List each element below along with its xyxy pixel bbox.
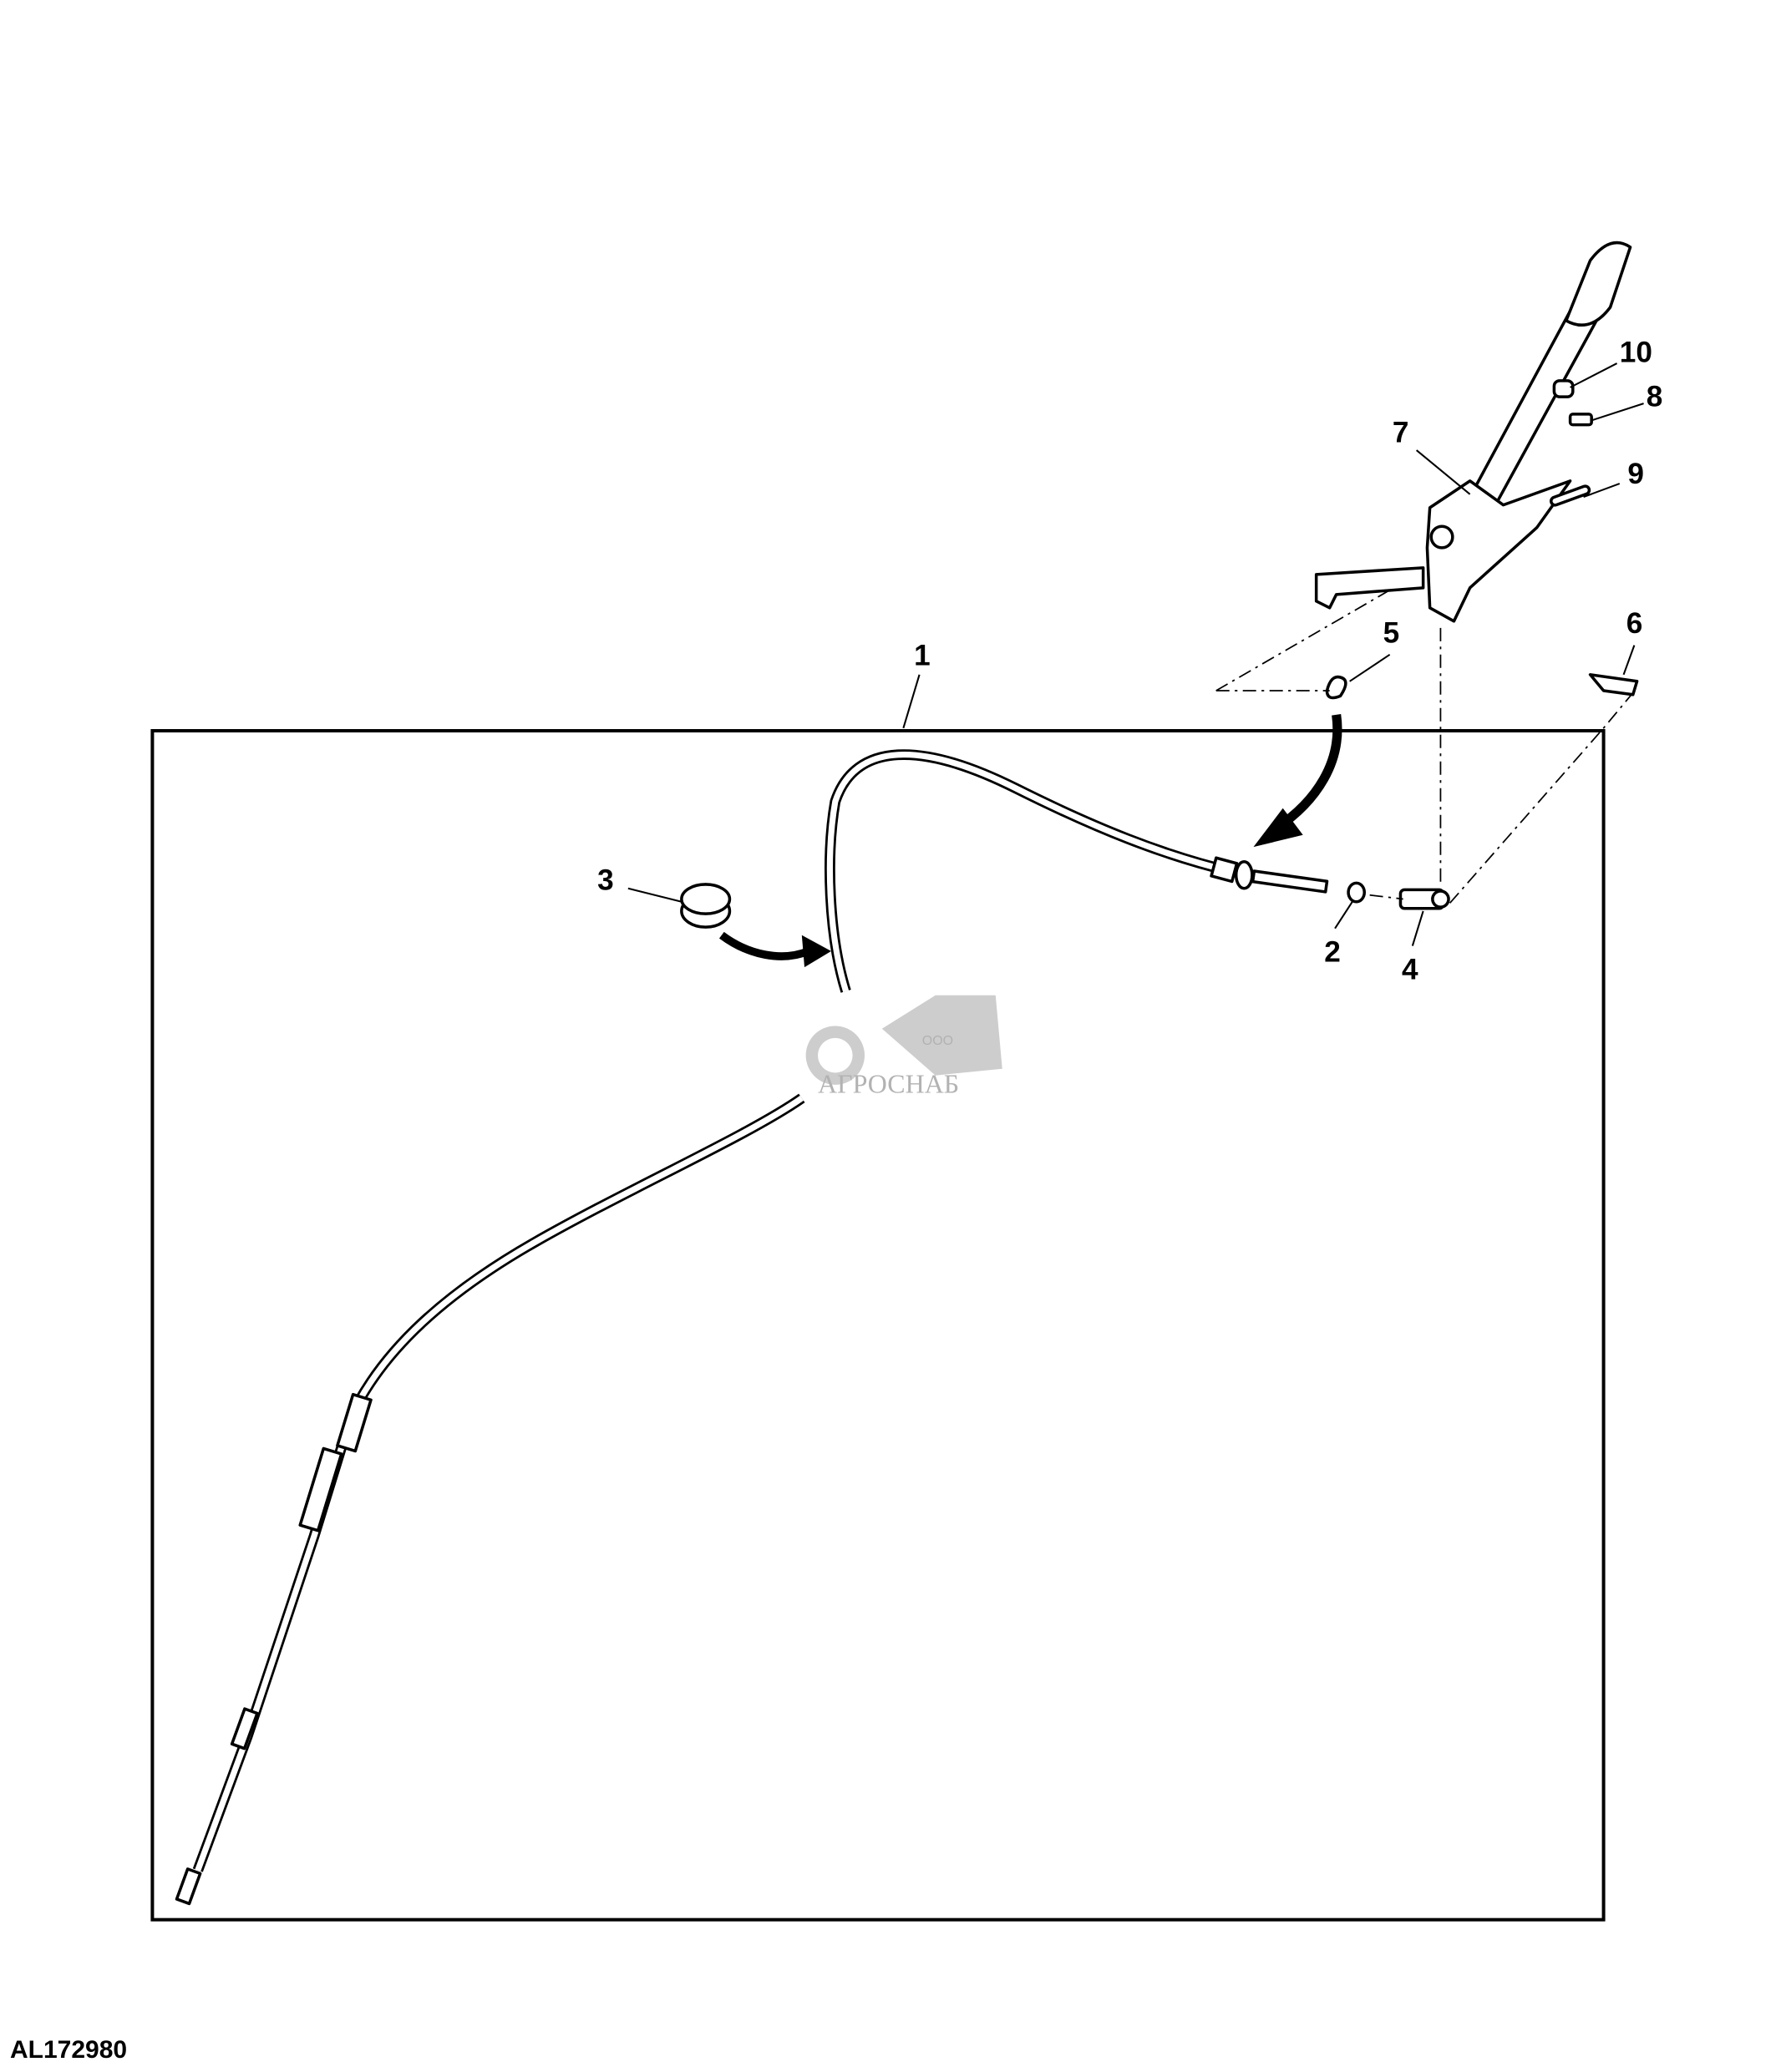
assembly-lines xyxy=(1215,587,1638,904)
callout-2: 2 xyxy=(1324,936,1341,969)
part-7-lever xyxy=(1314,241,1632,623)
part-3-grommet xyxy=(680,883,732,929)
arrow-3-to-cable xyxy=(718,931,810,960)
part-2-bushing xyxy=(1347,881,1367,904)
part-4-pin xyxy=(1398,888,1450,910)
part-6-clip xyxy=(1588,673,1639,697)
watermark-name: АГРОСНАБ xyxy=(818,1068,959,1098)
callout-1: 1 xyxy=(914,640,931,672)
frame-box xyxy=(150,728,1606,1922)
part-5-clip xyxy=(1325,675,1347,700)
arrow-3-head xyxy=(801,935,832,968)
callout-4: 4 xyxy=(1402,954,1418,986)
callout-9: 9 xyxy=(1627,458,1644,490)
callout-8: 8 xyxy=(1647,380,1663,413)
watermark-small: ООО xyxy=(922,1034,953,1048)
callout-6: 6 xyxy=(1626,607,1643,640)
callout-3: 3 xyxy=(597,864,614,896)
arrow-5-head xyxy=(1253,808,1303,848)
callout-10: 10 xyxy=(1620,336,1652,368)
figure-id: AL172980 xyxy=(10,2036,128,2064)
callout-5: 5 xyxy=(1383,616,1400,649)
watermark-logo: ООО АГРОСНАБ xyxy=(805,995,1002,1098)
leader-lines xyxy=(627,362,1644,946)
cable-part-1 xyxy=(175,749,1329,1906)
callout-7: 7 xyxy=(1393,416,1409,448)
